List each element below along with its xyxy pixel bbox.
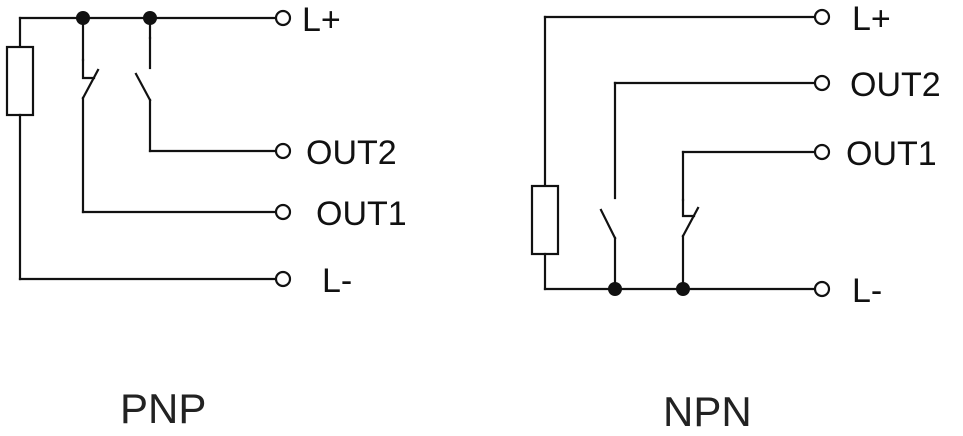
pnp-title: PNP <box>120 385 206 432</box>
pnp-out2-terminal <box>274 142 292 160</box>
pnp-lplus-label: L+ <box>302 1 341 39</box>
pnp-out1-label: OUT1 <box>316 195 407 233</box>
npn-out2-label: OUT2 <box>850 66 941 104</box>
pnp-load-resistor <box>5 45 35 117</box>
npn-load-resistor <box>530 184 560 256</box>
npn-circuit: L+ OUT2 OUT1 L- NPN <box>530 0 941 435</box>
pnp-lplus-terminal <box>274 9 292 27</box>
pnp-lminus-terminal <box>274 270 292 288</box>
pnp-out2-label: OUT2 <box>306 134 397 172</box>
npn-out1-label: OUT1 <box>846 135 937 173</box>
pnp-out1-switch-blade <box>81 68 100 100</box>
npn-junction-dot-2 <box>676 282 690 296</box>
npn-out1-terminal <box>813 143 831 161</box>
npn-out1-switch-blade <box>681 206 700 238</box>
pnp-out1-switch-hook <box>81 58 96 80</box>
pnp-circuit: L+ OUT2 OUT1 L- PNP <box>5 1 407 432</box>
npn-junction-dot-1 <box>608 282 622 296</box>
npn-out2-terminal <box>813 74 831 92</box>
pnp-out2-switch-blade <box>134 72 152 102</box>
pnp-junction-dot-1 <box>76 11 90 25</box>
pnp-out1-terminal <box>274 203 292 221</box>
pnp-junction-dot-2 <box>143 11 157 25</box>
npn-lplus-label: L+ <box>852 0 891 38</box>
pnp-lminus-label: L- <box>322 262 352 300</box>
npn-out2-switch-blade <box>599 208 617 240</box>
npn-lminus-label: L- <box>852 272 882 310</box>
npn-lplus-terminal <box>813 8 831 26</box>
npn-out1-switch-hook <box>681 198 696 218</box>
npn-title: NPN <box>663 388 752 435</box>
npn-lminus-terminal <box>813 280 831 298</box>
